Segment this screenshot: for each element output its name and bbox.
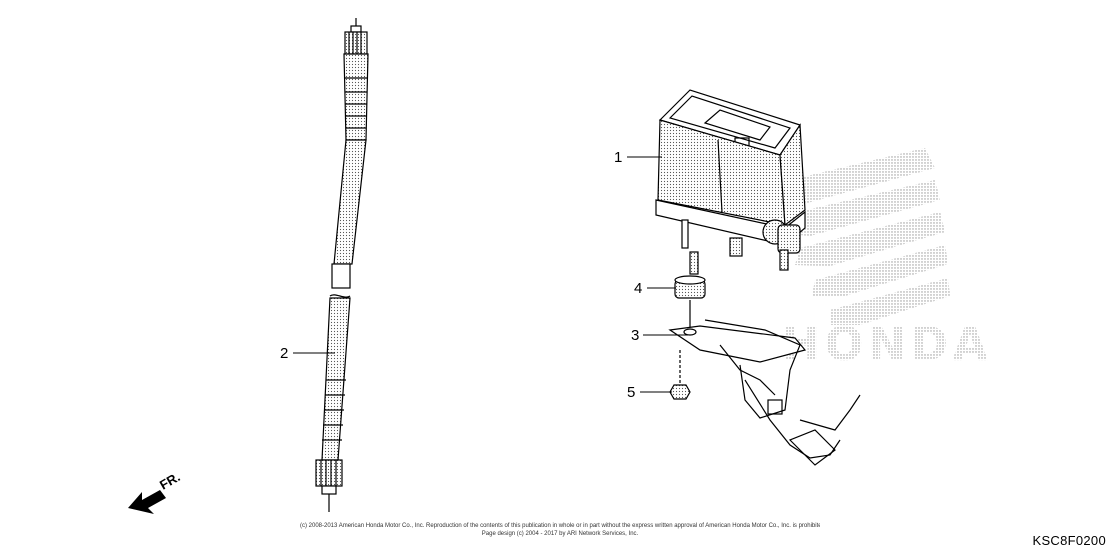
front-direction-arrow: FR. — [128, 469, 183, 514]
rubber-mount — [674, 275, 706, 335]
figure-code: KSC8F0200 — [1032, 533, 1106, 548]
copyright-line-1: (c) 2008-2013 American Honda Motor Co., … — [300, 523, 820, 529]
meter-bracket — [668, 319, 861, 466]
callout-5: 5 — [627, 384, 635, 401]
svg-text:HONDA: HONDA — [782, 317, 992, 371]
copyright-notice: (c) 2008-2013 American Honda Motor Co., … — [300, 522, 820, 538]
meter-assembly — [655, 89, 806, 275]
callout-2: 2 — [280, 345, 288, 362]
callout-1: 1 — [614, 149, 622, 166]
callout-4: 4 — [634, 280, 642, 297]
copyright-line-2: Page design (c) 2004 - 2017 by ARI Netwo… — [481, 531, 639, 537]
callout-leaders — [293, 156, 688, 393]
speedometer-cable — [315, 18, 369, 512]
callout-3: 3 — [631, 327, 639, 344]
front-label: FR. — [157, 469, 183, 492]
nut — [669, 350, 691, 400]
